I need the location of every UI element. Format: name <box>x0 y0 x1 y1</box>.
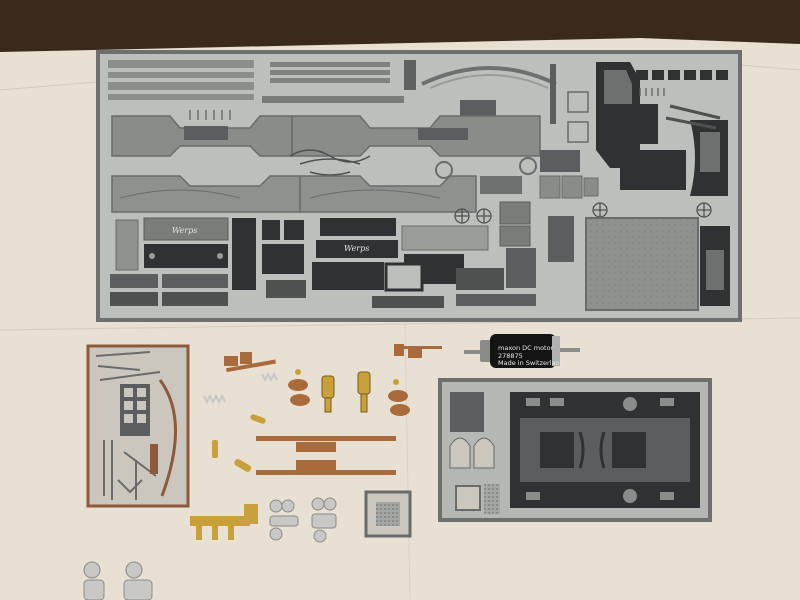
cab-panels <box>596 62 728 196</box>
fret-engraving: Werps <box>344 244 369 253</box>
fret-ring <box>435 161 453 179</box>
chassis-etched-fret <box>438 378 712 522</box>
springs <box>203 371 278 405</box>
lower-body-parts <box>110 217 730 308</box>
copper-nameplates <box>288 369 410 416</box>
filigree-ornament <box>289 149 371 176</box>
arch-part <box>421 66 557 86</box>
floor-plate <box>585 217 699 311</box>
motor-label-line1: maxon DC motor <box>498 344 554 352</box>
fret-ring <box>519 157 537 175</box>
whitemetal-castings <box>83 497 337 600</box>
large-etched-fret: Werps Werps <box>96 50 742 322</box>
copper-brackets <box>224 344 442 373</box>
motor-body <box>490 334 556 368</box>
body-panels <box>480 150 599 288</box>
side-frame-left-lower <box>111 175 301 213</box>
maxon-motor: maxon DC motor 278875 Made in Switzerlan… <box>464 334 580 368</box>
brass-lamp-sprue <box>190 504 258 540</box>
motor-label-line3: Made in Switzerland <box>498 359 564 367</box>
fret-engraving-small: Werps <box>172 226 197 235</box>
etched-wheels <box>454 202 712 224</box>
brass-fittings <box>212 414 266 472</box>
copper-strips <box>256 436 396 475</box>
small-brackets <box>636 70 728 80</box>
motor-label-line2: 278875 <box>498 352 523 360</box>
small-etched-window <box>364 490 412 538</box>
brass-buffers <box>321 371 371 413</box>
small-brass-fret <box>86 344 190 508</box>
fret-rails <box>108 60 416 103</box>
